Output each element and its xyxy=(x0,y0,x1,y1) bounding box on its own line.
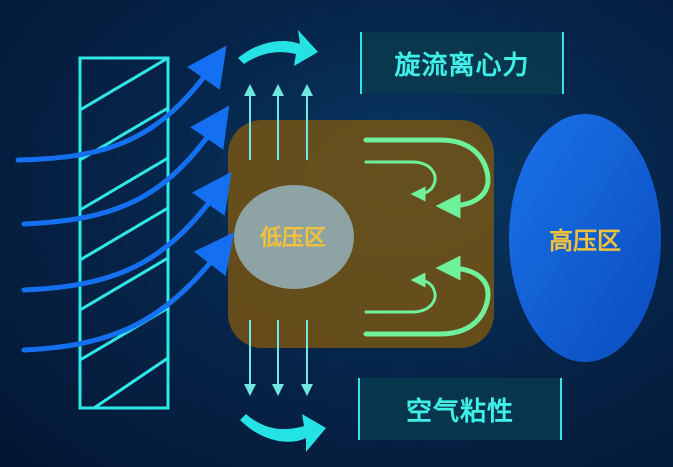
downward-flow-arrows xyxy=(244,320,313,396)
curved-arrow-icon xyxy=(238,30,318,66)
low-pressure-circle xyxy=(234,185,354,289)
pressure-zone xyxy=(228,120,494,348)
inflow-arrows xyxy=(15,45,235,353)
filter-grille xyxy=(78,56,170,410)
high-pressure-label: 高压区 xyxy=(549,226,621,255)
high-pressure-ellipse xyxy=(509,114,661,362)
arrow-right-icon xyxy=(21,232,235,353)
curved-arrow-icon xyxy=(240,414,326,452)
low-pressure-label: 低压区 xyxy=(259,226,326,251)
arrow-right-icon xyxy=(21,105,230,227)
u-turn-arrow-icon xyxy=(363,137,491,219)
air-viscosity-label: 空气粘性 xyxy=(358,378,562,440)
u-turn-arrow-icon xyxy=(363,255,491,337)
arrow-right-icon xyxy=(21,171,232,293)
centrifugal-force-label: 旋流离心力 xyxy=(360,32,564,94)
arrow-right-icon xyxy=(15,45,227,163)
upward-flow-arrows xyxy=(244,84,313,160)
